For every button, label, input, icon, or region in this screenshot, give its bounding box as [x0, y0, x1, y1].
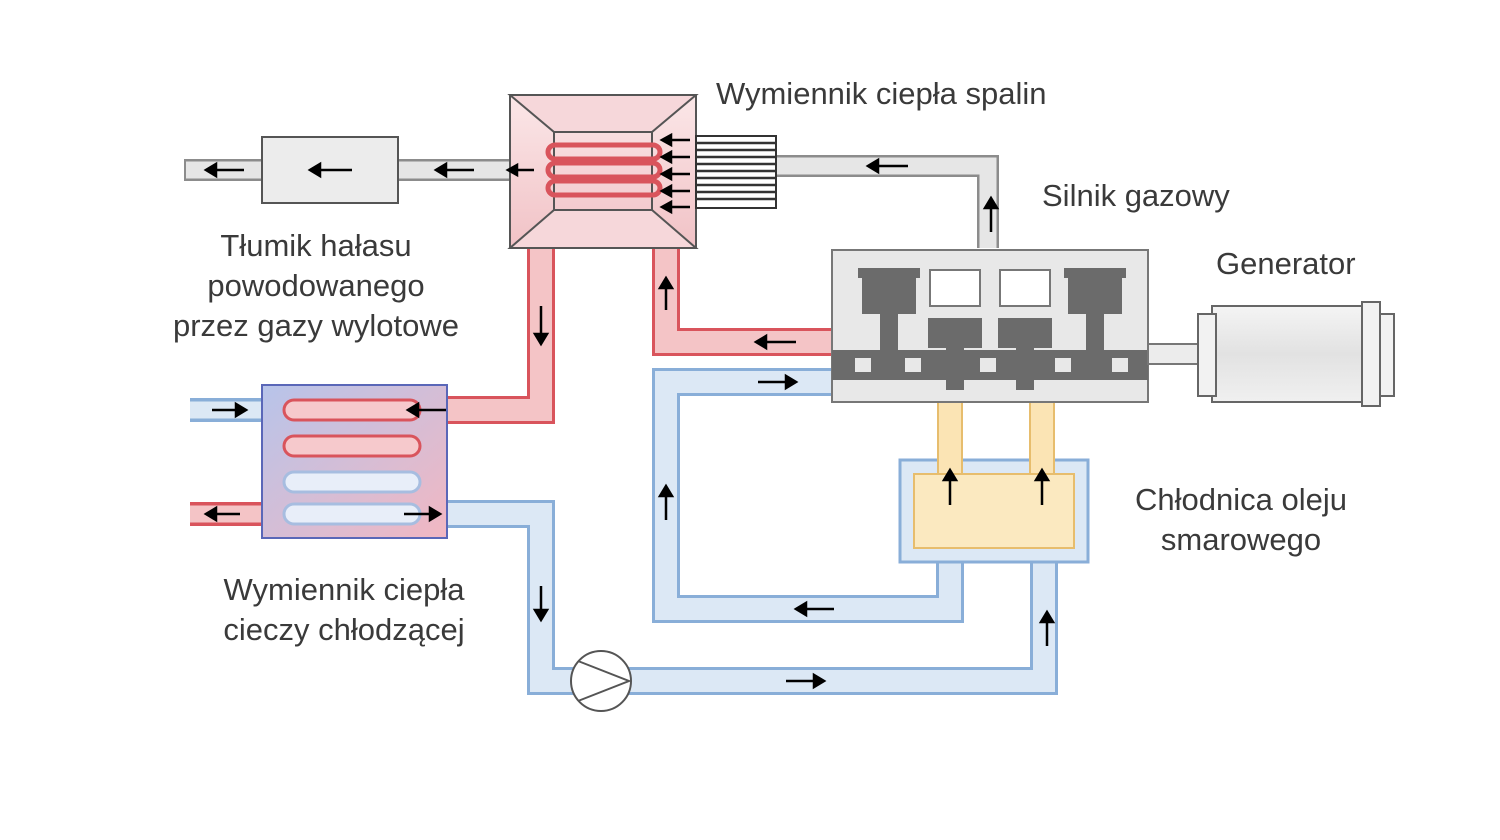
oil-cooler-box — [913, 473, 1075, 549]
generator-shaft — [1147, 343, 1199, 365]
exhaust-heat-exchanger-label: Wymiennik ciepła spalin — [716, 76, 1047, 111]
coolant-heat-exchanger-label: Wymiennik ciepła cieczy chłodzącej — [184, 570, 504, 650]
flow-arrows — [203, 132, 1056, 690]
silencer-label-line-3: przez gazy wylotowe — [172, 308, 459, 343]
gas-engine-label: Silnik gazowy — [1042, 178, 1230, 213]
coolant-heat-exchanger-label-line-2: cieczy chłodzącej — [223, 612, 465, 647]
silencer-label-line-2: powodowanego — [207, 268, 425, 303]
exhaust-fin-bank — [695, 135, 777, 209]
cold-coolant-pipe — [190, 368, 1058, 695]
oil-cooler-label: Chłodnica oleju smarowego — [1096, 480, 1386, 560]
oil-cooler-label-line-2: smarowego — [1160, 522, 1322, 557]
gas-engine — [831, 249, 1149, 403]
coolant-heat-exchanger-label-line-1: Wymiennik ciepła — [223, 572, 465, 607]
oil-pipe — [937, 399, 1055, 479]
generator — [1197, 301, 1395, 407]
silencer-label: Tłumik hałasu powodowanego przez gazy wy… — [136, 226, 496, 346]
oil-cooler-label-line-1: Chłodnica oleju — [1135, 482, 1347, 517]
generator-label: Generator — [1216, 246, 1356, 281]
pump — [570, 650, 632, 712]
silencer-label-line-1: Tłumik hałasu — [220, 228, 412, 263]
